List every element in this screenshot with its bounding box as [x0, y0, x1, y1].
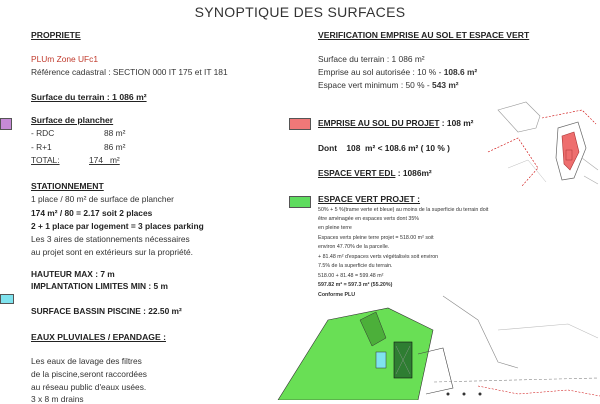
surface-piscine: SURFACE BASSIN PISCINE : 22.50 m²: [31, 306, 182, 316]
eaux-line: au réseau public d'eaux usées.: [31, 382, 147, 392]
implantation-limites: IMPLANTATION LIMITES MIN : 5 m: [31, 281, 168, 291]
verification-heading: VERIFICATION EMPRISE AU SOL ET ESPACE VE…: [318, 30, 530, 40]
stationnement-line: 174 m² / 80 = 2.17 soit 2 places: [31, 208, 153, 218]
emprise-heading: EMPRISE AU SOL DU PROJET : 108 m²: [318, 118, 474, 128]
site-plan-emprise: [487, 101, 599, 187]
eaux-line: Les eaux de lavage des filtres: [31, 356, 142, 366]
zone-text: PLUm Zone UFc1: [31, 54, 99, 64]
espace-vert-swatch: [289, 196, 311, 208]
plancher-total-value: 174 m²: [89, 155, 120, 165]
plancher-row-label: - R+1: [31, 142, 52, 152]
eaux-line: de la piscine,seront raccordées: [31, 369, 147, 379]
conforme-plu: Conforme PLU: [318, 292, 356, 298]
plancher-heading: Surface de plancher: [31, 115, 114, 125]
projet-line: 50% + 5 %(trame verte et bleue) au moins…: [318, 207, 489, 213]
projet-result: 597.82 m² = 597.3 m² (55.20%): [318, 282, 393, 288]
stationnement-line: 1 place / 80 m² de surface de plancher: [31, 194, 174, 204]
piscine-swatch: [0, 294, 14, 304]
surface-terrain: Surface du terrain : 1 086 m²: [31, 92, 147, 102]
plancher-row-value: 86 m²: [104, 142, 126, 152]
projet-line: 7.5% de la superficie du terrain.: [318, 263, 393, 269]
projet-line: en pleine terre: [318, 225, 352, 231]
espace-vert-edl: ESPACE VERT EDL : 1086m²: [318, 168, 432, 178]
plancher-row-label: - RDC: [31, 128, 55, 138]
page-title: SYNOPTIQUE DES SURFACES: [194, 4, 406, 20]
eaux-heading: EAUX PLUVIALES / EPANDAGE :: [31, 332, 166, 342]
site-plan-espace-vert: [277, 295, 600, 400]
verification-surface: Surface du terrain : 1 086 m²: [318, 54, 425, 64]
verification-espace-vert: Espace vert minimum : 50 % - 543 m²: [318, 80, 459, 90]
stationnement-heading: STATIONNEMENT: [31, 181, 104, 191]
hauteur-max: HAUTEUR MAX : 7 m: [31, 269, 115, 279]
espace-vert-projet-heading: ESPACE VERT PROJET :: [318, 194, 421, 204]
eaux-line: 3 x 8 m drains: [31, 394, 84, 404]
verification-emprise: Emprise au sol autorisée : 10 % - 108.6 …: [318, 67, 478, 77]
plancher-row-value: 88 m²: [104, 128, 126, 138]
stationnement-line: Les 3 aires de stationnements nécessaire…: [31, 234, 190, 244]
plancher-swatch: [0, 118, 12, 130]
stationnement-line: 2 + 1 place par logement = 3 places park…: [31, 221, 204, 231]
stationnement-line: au projet sont en extérieurs sur la prop…: [31, 247, 194, 257]
plancher-total-label: TOTAL:: [31, 155, 60, 165]
propriete-heading: PROPRIETE: [31, 30, 81, 40]
projet-line: Espaces verts pleine terre projet = 518.…: [318, 235, 434, 241]
projet-line: environ 47.70% de la parcelle.: [318, 244, 390, 250]
projet-line: être aménagée en espaces verts dont 35%: [318, 216, 420, 222]
projet-line: + 81.48 m² d'espaces verts végétalisés s…: [318, 254, 439, 260]
emprise-dont: Dont 108 m² < 108.6 m² ( 10 % ): [318, 143, 450, 153]
emprise-swatch: [289, 118, 311, 130]
reference-cadastrale: Référence cadastral : SECTION 000 IT 175…: [31, 67, 228, 77]
projet-line: 518.00 + 81.48 = 599.48 m²: [318, 273, 384, 279]
